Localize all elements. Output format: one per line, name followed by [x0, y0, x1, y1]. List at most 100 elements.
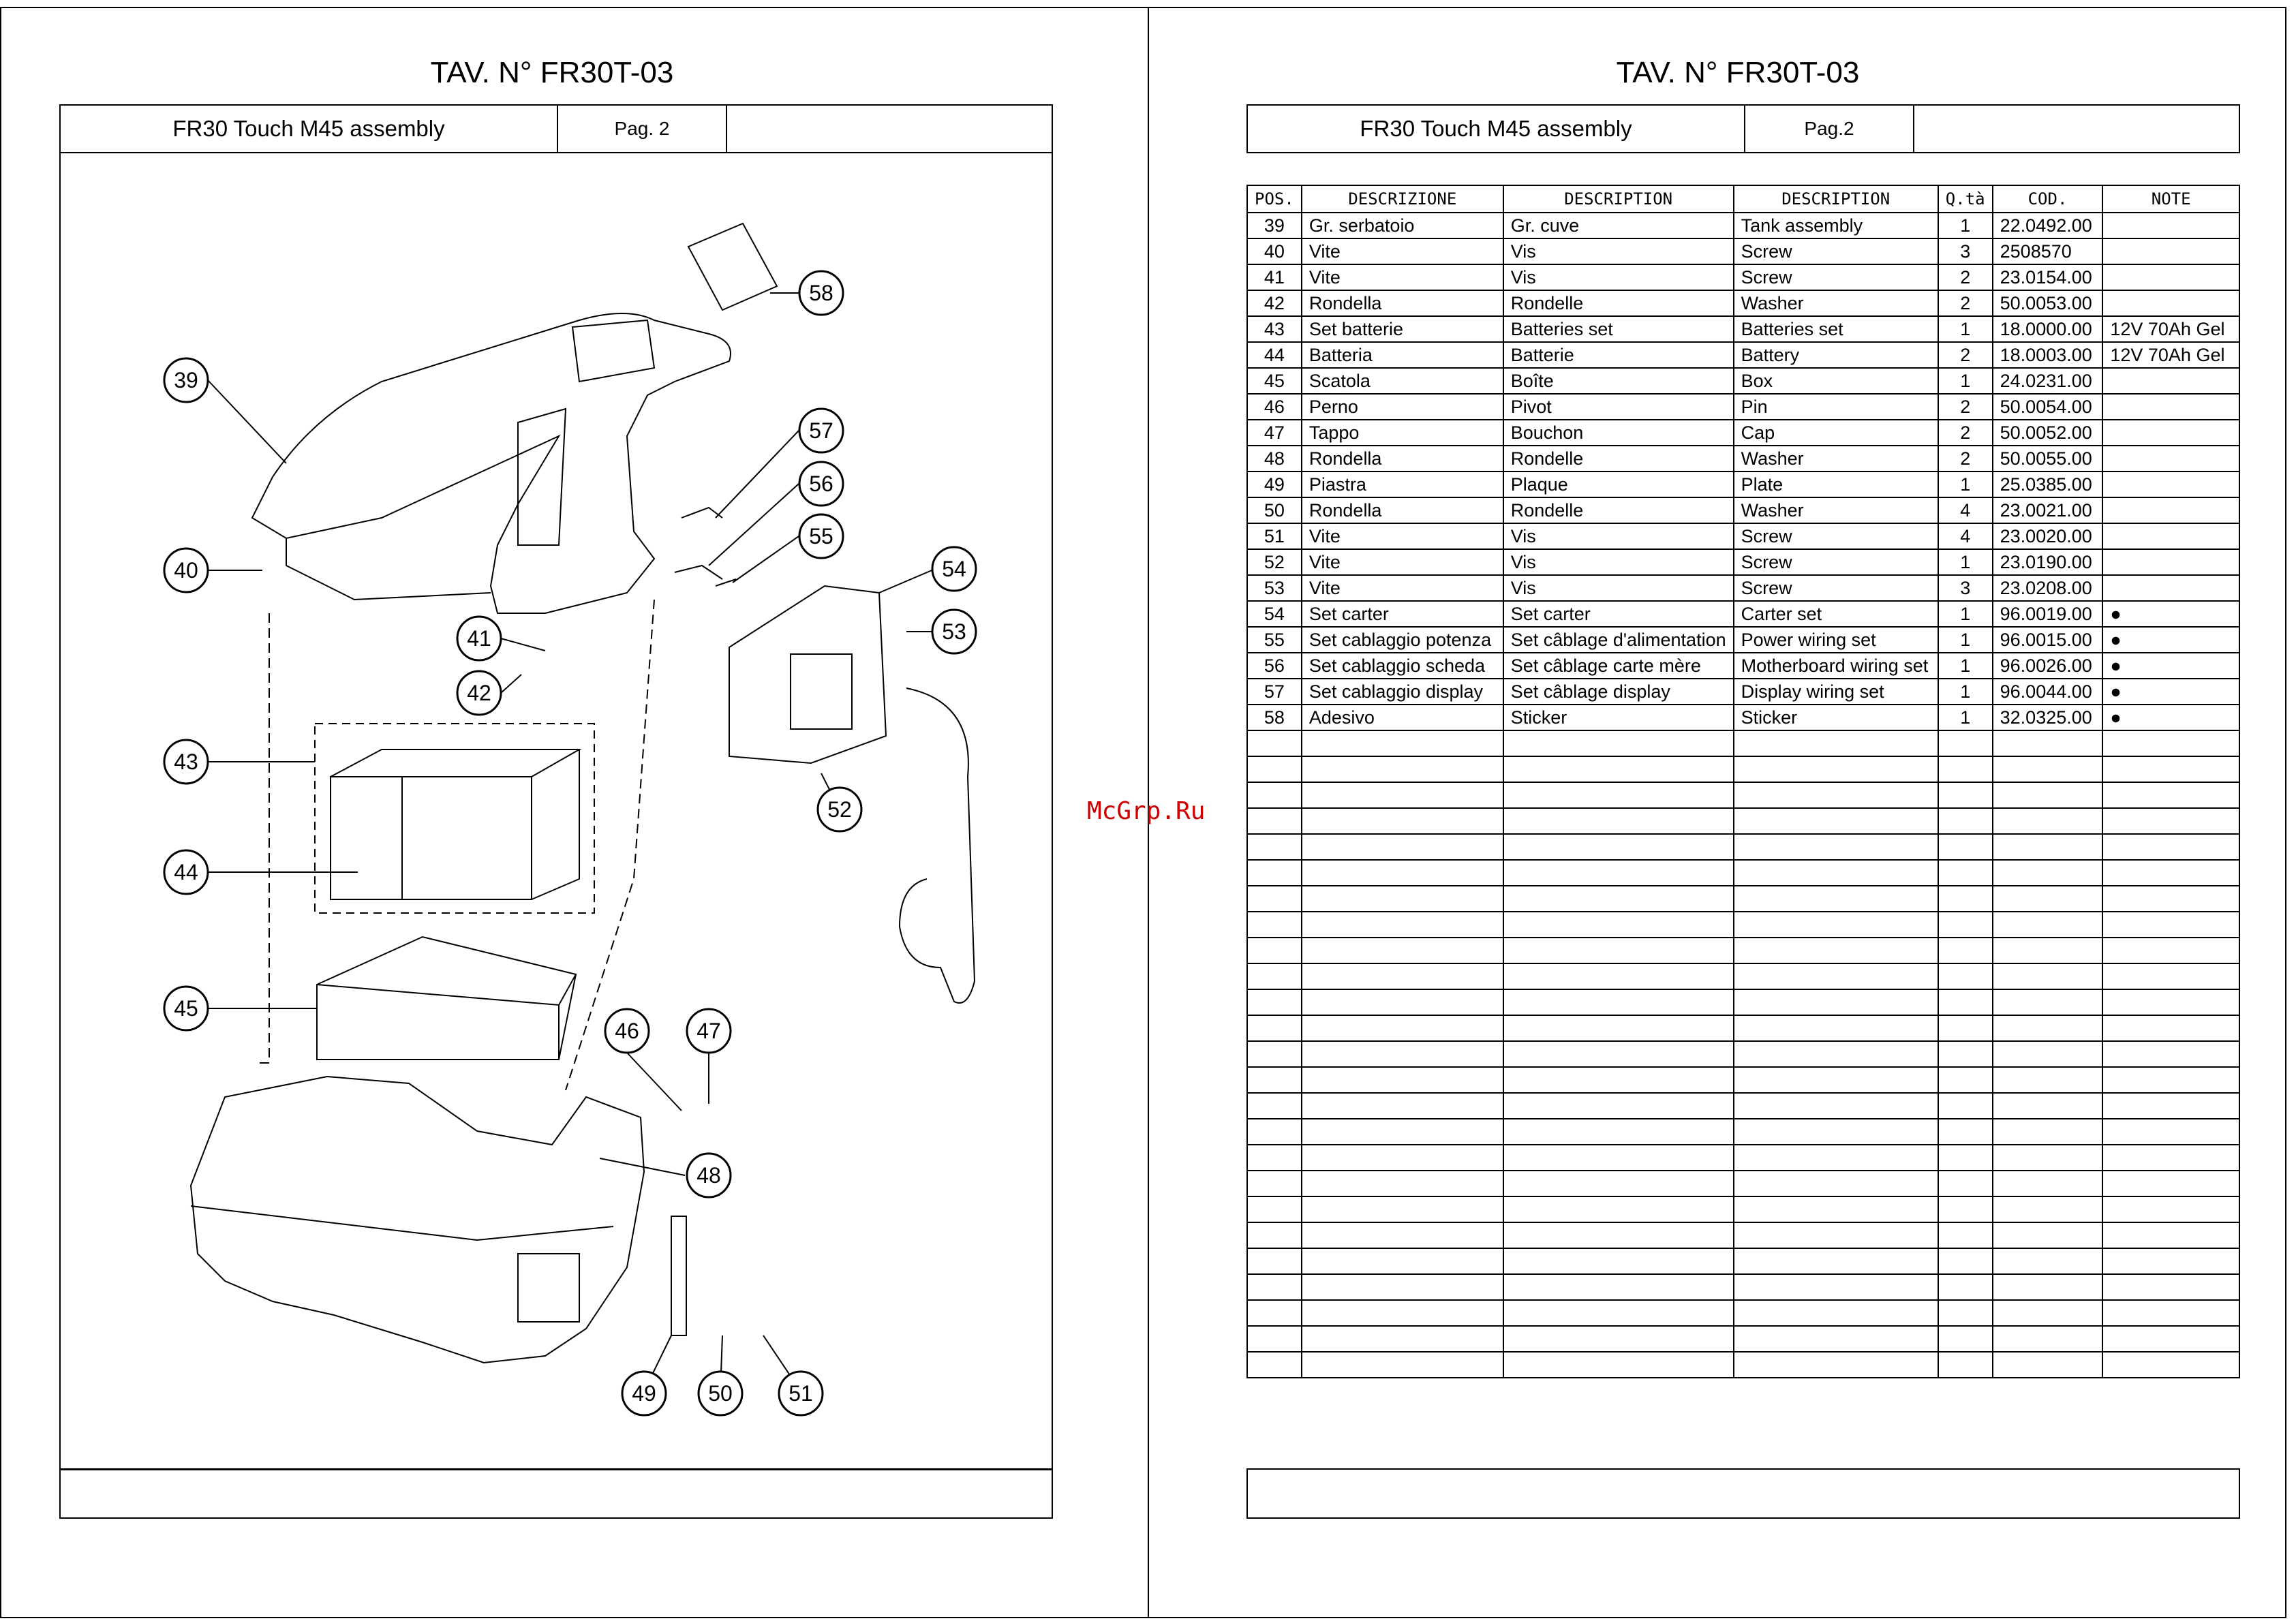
empty-row — [1246, 1273, 2240, 1301]
empty-cell — [1246, 1144, 1302, 1171]
table-cell: 2 — [1937, 341, 1993, 369]
tank-lower-edge — [286, 538, 491, 601]
table-cell: Batteria — [1300, 341, 1504, 369]
empty-cell — [1246, 1222, 1302, 1249]
empty-cell — [1502, 1273, 1734, 1301]
table-cell: Cap — [1732, 419, 1939, 446]
empty-cell — [1937, 1066, 1993, 1094]
table-cell: 39 — [1246, 212, 1302, 239]
battery-side — [531, 749, 580, 900]
table-cell — [2102, 264, 2240, 291]
empty-cell — [1246, 989, 1302, 1016]
table-cell: 2508570 — [1991, 238, 2104, 265]
table-cell: 41 — [1246, 264, 1302, 291]
empty-row — [1246, 1325, 2240, 1352]
empty-row — [1246, 963, 2240, 990]
empty-cell — [1991, 1092, 2104, 1119]
right-header: FR30 Touch M45 assembly Pag.2 — [1246, 104, 2240, 153]
empty-cell — [1246, 859, 1302, 886]
empty-cell — [1502, 1170, 1734, 1197]
empty-cell — [2102, 1170, 2240, 1197]
table-cell: 45 — [1246, 367, 1302, 395]
wiring-56 — [674, 564, 723, 580]
table-cell — [2102, 367, 2240, 395]
table-cell: 1 — [1937, 315, 1993, 343]
table-cell: 2 — [1937, 445, 1993, 472]
empty-cell — [1732, 911, 1939, 938]
table-cell: 22.0492.00 — [1991, 212, 2104, 239]
empty-cell — [1991, 1118, 2104, 1145]
table-cell: Vis — [1502, 523, 1734, 550]
table-header-row: POS. DESCRIZIONE DESCRIPTION DESCRIPTION… — [1246, 185, 2240, 213]
empty-cell — [1937, 1351, 1993, 1378]
table-cell: Vite — [1300, 264, 1504, 291]
leader-39 — [207, 380, 287, 464]
empty-row — [1246, 937, 2240, 964]
empty-cell — [1937, 756, 1993, 783]
empty-cell — [1300, 833, 1504, 861]
table-cell: Vis — [1502, 574, 1734, 602]
empty-cell — [1246, 1299, 1302, 1327]
table-cell: Pin — [1732, 393, 1939, 420]
empty-cell — [1502, 859, 1734, 886]
empty-cell — [1732, 937, 1939, 964]
lower-frame-body — [189, 1075, 645, 1364]
empty-cell — [1246, 1325, 1302, 1352]
empty-cell — [2102, 1118, 2240, 1145]
callout-label: 55 — [809, 524, 833, 548]
empty-cell — [1937, 1092, 1993, 1119]
empty-cell — [1246, 1351, 1302, 1378]
hose — [898, 687, 976, 1004]
empty-cell — [1502, 885, 1734, 912]
empty-cell — [2102, 911, 2240, 938]
empty-cell — [1937, 911, 1993, 938]
table-cell: Battery — [1732, 341, 1939, 369]
table-cell: Display wiring set — [1732, 678, 1939, 705]
control-panel — [571, 319, 656, 383]
table-cell: 23.0208.00 — [1991, 574, 2104, 602]
empty-cell — [1732, 859, 1939, 886]
table-cell — [2102, 212, 2240, 239]
table-cell: 3 — [1937, 574, 1993, 602]
empty-cell — [1502, 1015, 1734, 1042]
empty-row — [1246, 807, 2240, 835]
table-cell: Vite — [1300, 574, 1504, 602]
empty-cell — [1937, 1273, 1993, 1301]
table-cell: Set câblage display — [1502, 678, 1734, 705]
empty-cell — [1937, 859, 1993, 886]
empty-cell — [2102, 1144, 2240, 1171]
tank-body — [251, 313, 731, 614]
table-cell: 56 — [1246, 652, 1302, 679]
table-cell — [2102, 393, 2240, 420]
empty-cell — [1991, 937, 2104, 964]
empty-cell — [1991, 833, 2104, 861]
empty-cell — [1246, 1170, 1302, 1197]
empty-cell — [1991, 885, 2104, 912]
empty-cell — [1732, 1170, 1939, 1197]
empty-cell — [1300, 963, 1504, 990]
empty-cell — [1502, 1118, 1734, 1145]
table-cell: ● — [2102, 600, 2240, 628]
table-cell: 2 — [1937, 419, 1993, 446]
empty-row — [1246, 859, 2240, 886]
empty-cell — [1991, 756, 2104, 783]
empty-cell — [1300, 1325, 1504, 1352]
callout-label: 44 — [174, 860, 198, 884]
empty-cell — [1246, 963, 1302, 990]
table-cell: Set cablaggio scheda — [1300, 652, 1504, 679]
empty-cell — [1246, 1066, 1302, 1094]
empty-cell — [1937, 885, 1993, 912]
empty-cell — [1502, 756, 1734, 783]
empty-cell — [2102, 730, 2240, 757]
table-cell: 4 — [1937, 497, 1993, 524]
table-cell — [2102, 419, 2240, 446]
empty-cell — [1991, 1040, 2104, 1068]
table-cell: Rondelle — [1502, 497, 1734, 524]
table-cell — [2102, 445, 2240, 472]
empty-cell — [1246, 807, 1302, 835]
empty-cell — [2102, 1248, 2240, 1275]
